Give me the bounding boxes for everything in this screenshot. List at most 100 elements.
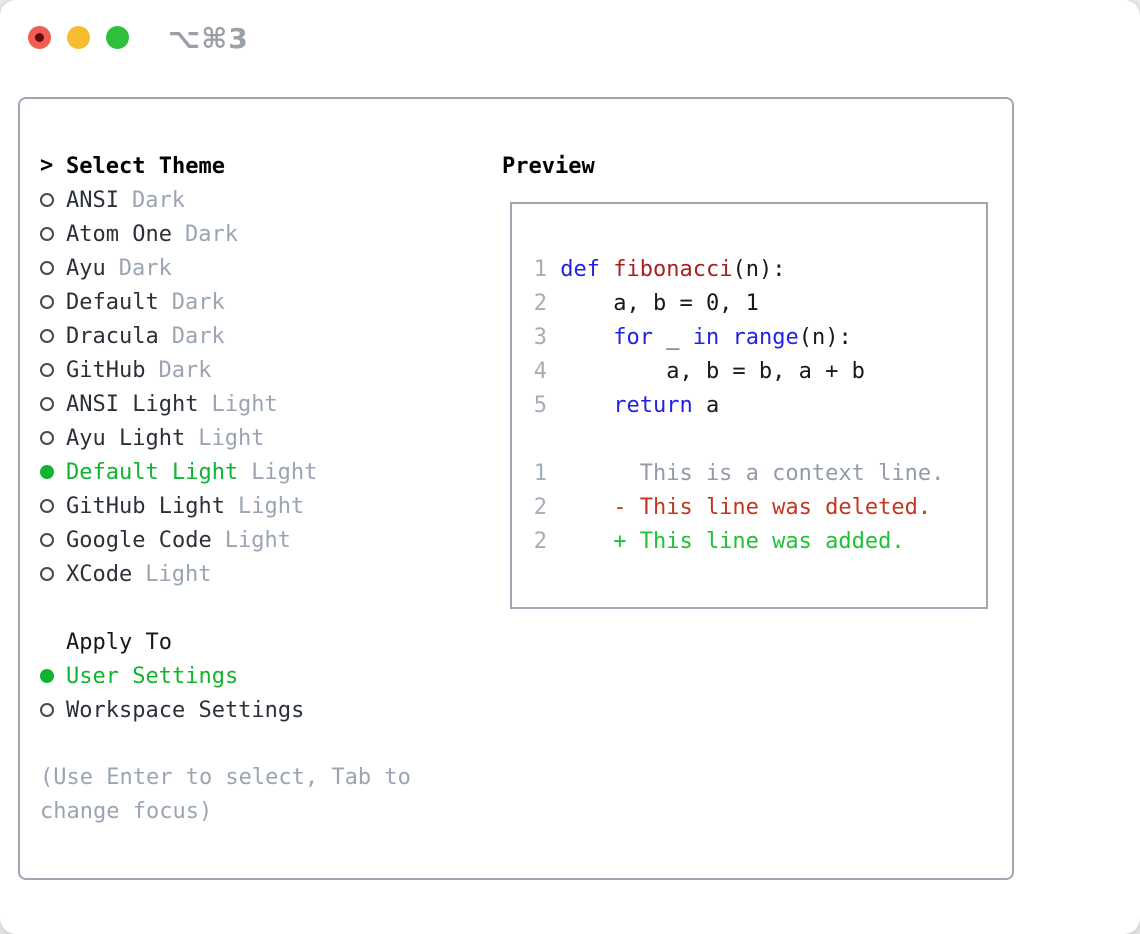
line-number: 3 — [533, 324, 547, 350]
line-number: 5 — [533, 392, 547, 418]
code-segment: a, b = b, a + b — [547, 358, 865, 384]
apply-to-title: Apply To — [66, 629, 172, 655]
code-segment: a, b = 0, 1 — [547, 290, 759, 316]
code-segment: a — [692, 392, 720, 418]
preview-line-code: 1 def fibonacci(n): — [520, 252, 986, 286]
theme-variant-label: Dark — [171, 323, 225, 349]
preview-line-code: 3 for _ in range(n): — [520, 320, 986, 354]
radio-selected-icon — [40, 465, 54, 479]
window-titlebar: ⌥⌘3 — [0, 0, 1140, 80]
preview-title: Preview — [502, 153, 595, 179]
line-number: 4 — [533, 358, 547, 384]
line-number: 1 — [533, 256, 547, 282]
line-text: a, b = b, a + b — [547, 359, 865, 384]
keyboard-hint: (Use Enter to select, Tab to change focu… — [40, 765, 411, 824]
line-text: a, b = 0, 1 — [547, 291, 759, 316]
radio-icon — [40, 193, 54, 207]
radio-icon — [40, 295, 54, 309]
theme-option-label: ANSI Light — [66, 391, 199, 417]
code-segment — [719, 325, 732, 350]
code-segment: range — [732, 324, 799, 350]
line-number: 2 — [533, 528, 547, 554]
theme-list-title: Select Theme — [66, 153, 225, 179]
apply-to-option[interactable]: User Settings — [40, 659, 490, 693]
radio-icon — [40, 363, 54, 377]
theme-option-label: GitHub Light — [66, 493, 225, 519]
line-number: 1 — [533, 460, 547, 486]
code-segment: + This line was added. — [547, 528, 905, 554]
minimize-button[interactable] — [67, 26, 90, 49]
theme-option-label: Default Light — [66, 459, 239, 485]
line-text: + This line was added. — [547, 528, 905, 554]
radio-icon — [40, 261, 54, 275]
radio-icon — [40, 329, 54, 343]
spacer — [40, 591, 490, 625]
theme-option[interactable]: ANSI Dark — [40, 183, 490, 217]
preview-line-added: 2 + This line was added. — [520, 524, 986, 558]
theme-variant-label: Dark — [184, 221, 238, 247]
theme-option[interactable]: Atom One Dark — [40, 217, 490, 251]
radio-icon — [40, 227, 54, 241]
code-segment: - This line was deleted. — [547, 494, 932, 520]
code-segment — [547, 325, 613, 350]
line-text: - This line was deleted. — [547, 495, 931, 520]
radio-icon — [40, 397, 54, 411]
theme-option-label: Ayu Light — [66, 425, 186, 451]
theme-variant-label: Dark — [171, 289, 225, 315]
code-segment: (n): — [732, 256, 786, 282]
code-segment — [547, 257, 560, 282]
apply-to-option[interactable]: Workspace Settings — [40, 693, 490, 727]
preview-line-blank — [520, 422, 986, 456]
line-number: 2 — [533, 494, 547, 520]
zoom-button[interactable] — [106, 26, 129, 49]
theme-option-label: Atom One — [66, 221, 172, 247]
theme-option-label: XCode — [66, 561, 133, 587]
close-button[interactable] — [28, 26, 51, 49]
theme-list-header: > Select Theme — [40, 149, 490, 183]
apply-to-option-label: User Settings — [66, 663, 239, 689]
code-segment: for — [613, 324, 653, 350]
preview-line-code: 5 return a — [520, 388, 986, 422]
theme-option[interactable]: Dracula Dark — [40, 319, 490, 353]
code-segment: def — [560, 256, 600, 282]
line-text: def fibonacci(n): — [547, 257, 785, 282]
preview-line-context: 1 This is a context line. — [520, 456, 986, 490]
code-segment — [547, 393, 613, 418]
theme-option-label: Default — [66, 289, 159, 315]
apply-to-header: Apply To — [40, 625, 490, 659]
theme-option-label: ANSI — [66, 187, 119, 213]
theme-option[interactable]: Google Code Light — [40, 523, 490, 557]
radio-icon — [40, 567, 54, 581]
code-segment: _ — [652, 324, 693, 350]
radio-icon — [40, 499, 54, 513]
theme-option[interactable]: ANSI Light Light — [40, 387, 490, 421]
theme-variant-label: Light — [224, 527, 291, 553]
code-segment: This is a context line. — [547, 460, 945, 486]
theme-variant-label: Dark — [131, 187, 185, 213]
theme-option-label: Google Code — [66, 527, 212, 553]
apply-to-option-label: Workspace Settings — [66, 697, 305, 723]
preview-line-code: 2 a, b = 0, 1 — [520, 286, 986, 320]
prompt-caret-icon: > — [40, 153, 54, 178]
window-shortcut-label: ⌥⌘3 — [168, 22, 249, 55]
theme-variant-label: Light — [198, 425, 265, 451]
theme-option-label: GitHub — [66, 357, 146, 383]
radio-icon — [40, 431, 54, 445]
code-segment: fibonacci — [613, 256, 733, 282]
theme-variant-label: Light — [211, 391, 278, 417]
theme-option[interactable]: Ayu Light Light — [40, 421, 490, 455]
theme-option[interactable]: Default Dark — [40, 285, 490, 319]
code-segment: (n): — [798, 324, 852, 350]
radio-icon — [40, 703, 54, 717]
theme-option-label: Dracula — [66, 323, 159, 349]
